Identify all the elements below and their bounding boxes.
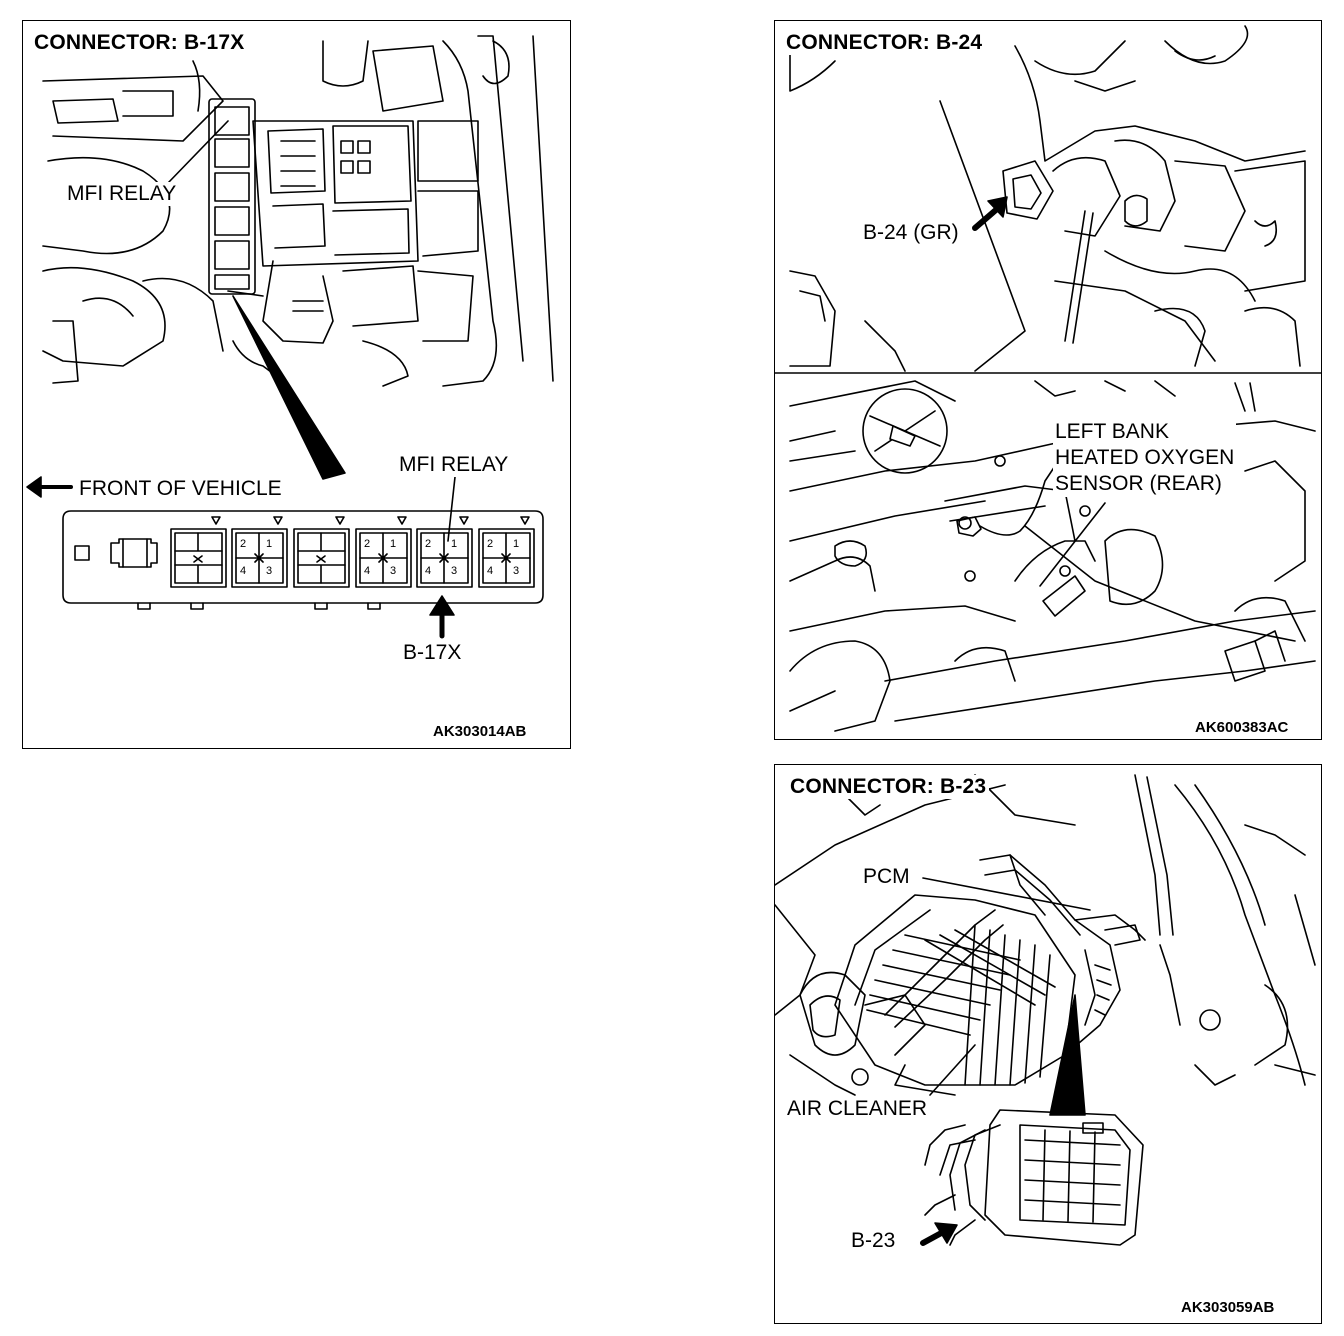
pin-3-s6: 3 bbox=[513, 565, 520, 577]
mfi-relay-label-box: MFI RELAY bbox=[397, 453, 511, 477]
oxygen-sensor-illustration bbox=[775, 25, 1321, 732]
pin-1-s4: 1 bbox=[390, 538, 397, 550]
pin-4-s4: 4 bbox=[364, 565, 371, 577]
mfi-relay-label-top: MFI RELAY bbox=[65, 182, 179, 206]
connector-b24-label: B-24 (GR) bbox=[861, 221, 961, 245]
pin-4-s2: 4 bbox=[240, 565, 247, 577]
pin-2-s2: 2 bbox=[240, 538, 247, 550]
pin-3-s4: 3 bbox=[390, 565, 397, 577]
figure-code: AK303014AB bbox=[433, 723, 527, 740]
connector-b23-label: B-23 bbox=[849, 1229, 898, 1253]
connector-b17x-label: B-17X bbox=[401, 641, 464, 665]
front-of-vehicle-label: FRONT OF VEHICLE bbox=[77, 477, 284, 501]
pin-1-s5: 1 bbox=[451, 538, 458, 550]
air-cleaner-label: AIR CLEANER bbox=[785, 1097, 930, 1121]
pin-4-s5: 4 bbox=[425, 565, 432, 577]
figure-code: AK303059AB bbox=[1181, 1299, 1275, 1316]
pin-1-s6: 1 bbox=[513, 538, 520, 550]
pcm-air-cleaner-illustration bbox=[775, 774, 1316, 1246]
panel-b24: CONNECTOR: B-24 B-24 (GR) LEFT BANK HEAT… bbox=[774, 20, 1322, 740]
figure-code: AK600383AC bbox=[1195, 719, 1289, 736]
panel-b17x: 2 1 4 3 2 1 4 3 2 1 4 3 2 1 4 3 CONNECTO… bbox=[22, 20, 571, 749]
pin-4-s6: 4 bbox=[487, 565, 494, 577]
pin-2-s6: 2 bbox=[487, 538, 494, 550]
panel-title: CONNECTOR: B-17X bbox=[31, 31, 248, 55]
panel-b23: CONNECTOR: B-23 PCM AIR CLEANER B-23 AK3… bbox=[774, 764, 1322, 1324]
pin-3-s5: 3 bbox=[451, 565, 458, 577]
pin-2-s5: 2 bbox=[425, 538, 432, 550]
pin-2-s4: 2 bbox=[364, 538, 371, 550]
pin-3-s2: 3 bbox=[266, 565, 273, 577]
pcm-label: PCM bbox=[861, 865, 912, 889]
engine-bay-relay-box-illustration bbox=[26, 35, 554, 639]
pin-1-s2: 1 bbox=[266, 538, 273, 550]
panel-title: CONNECTOR: B-23 bbox=[787, 775, 990, 799]
left-bank-oxygen-sensor-label: LEFT BANK HEATED OXYGEN SENSOR (REAR) bbox=[1053, 419, 1237, 497]
panel-title: CONNECTOR: B-24 bbox=[783, 31, 986, 55]
